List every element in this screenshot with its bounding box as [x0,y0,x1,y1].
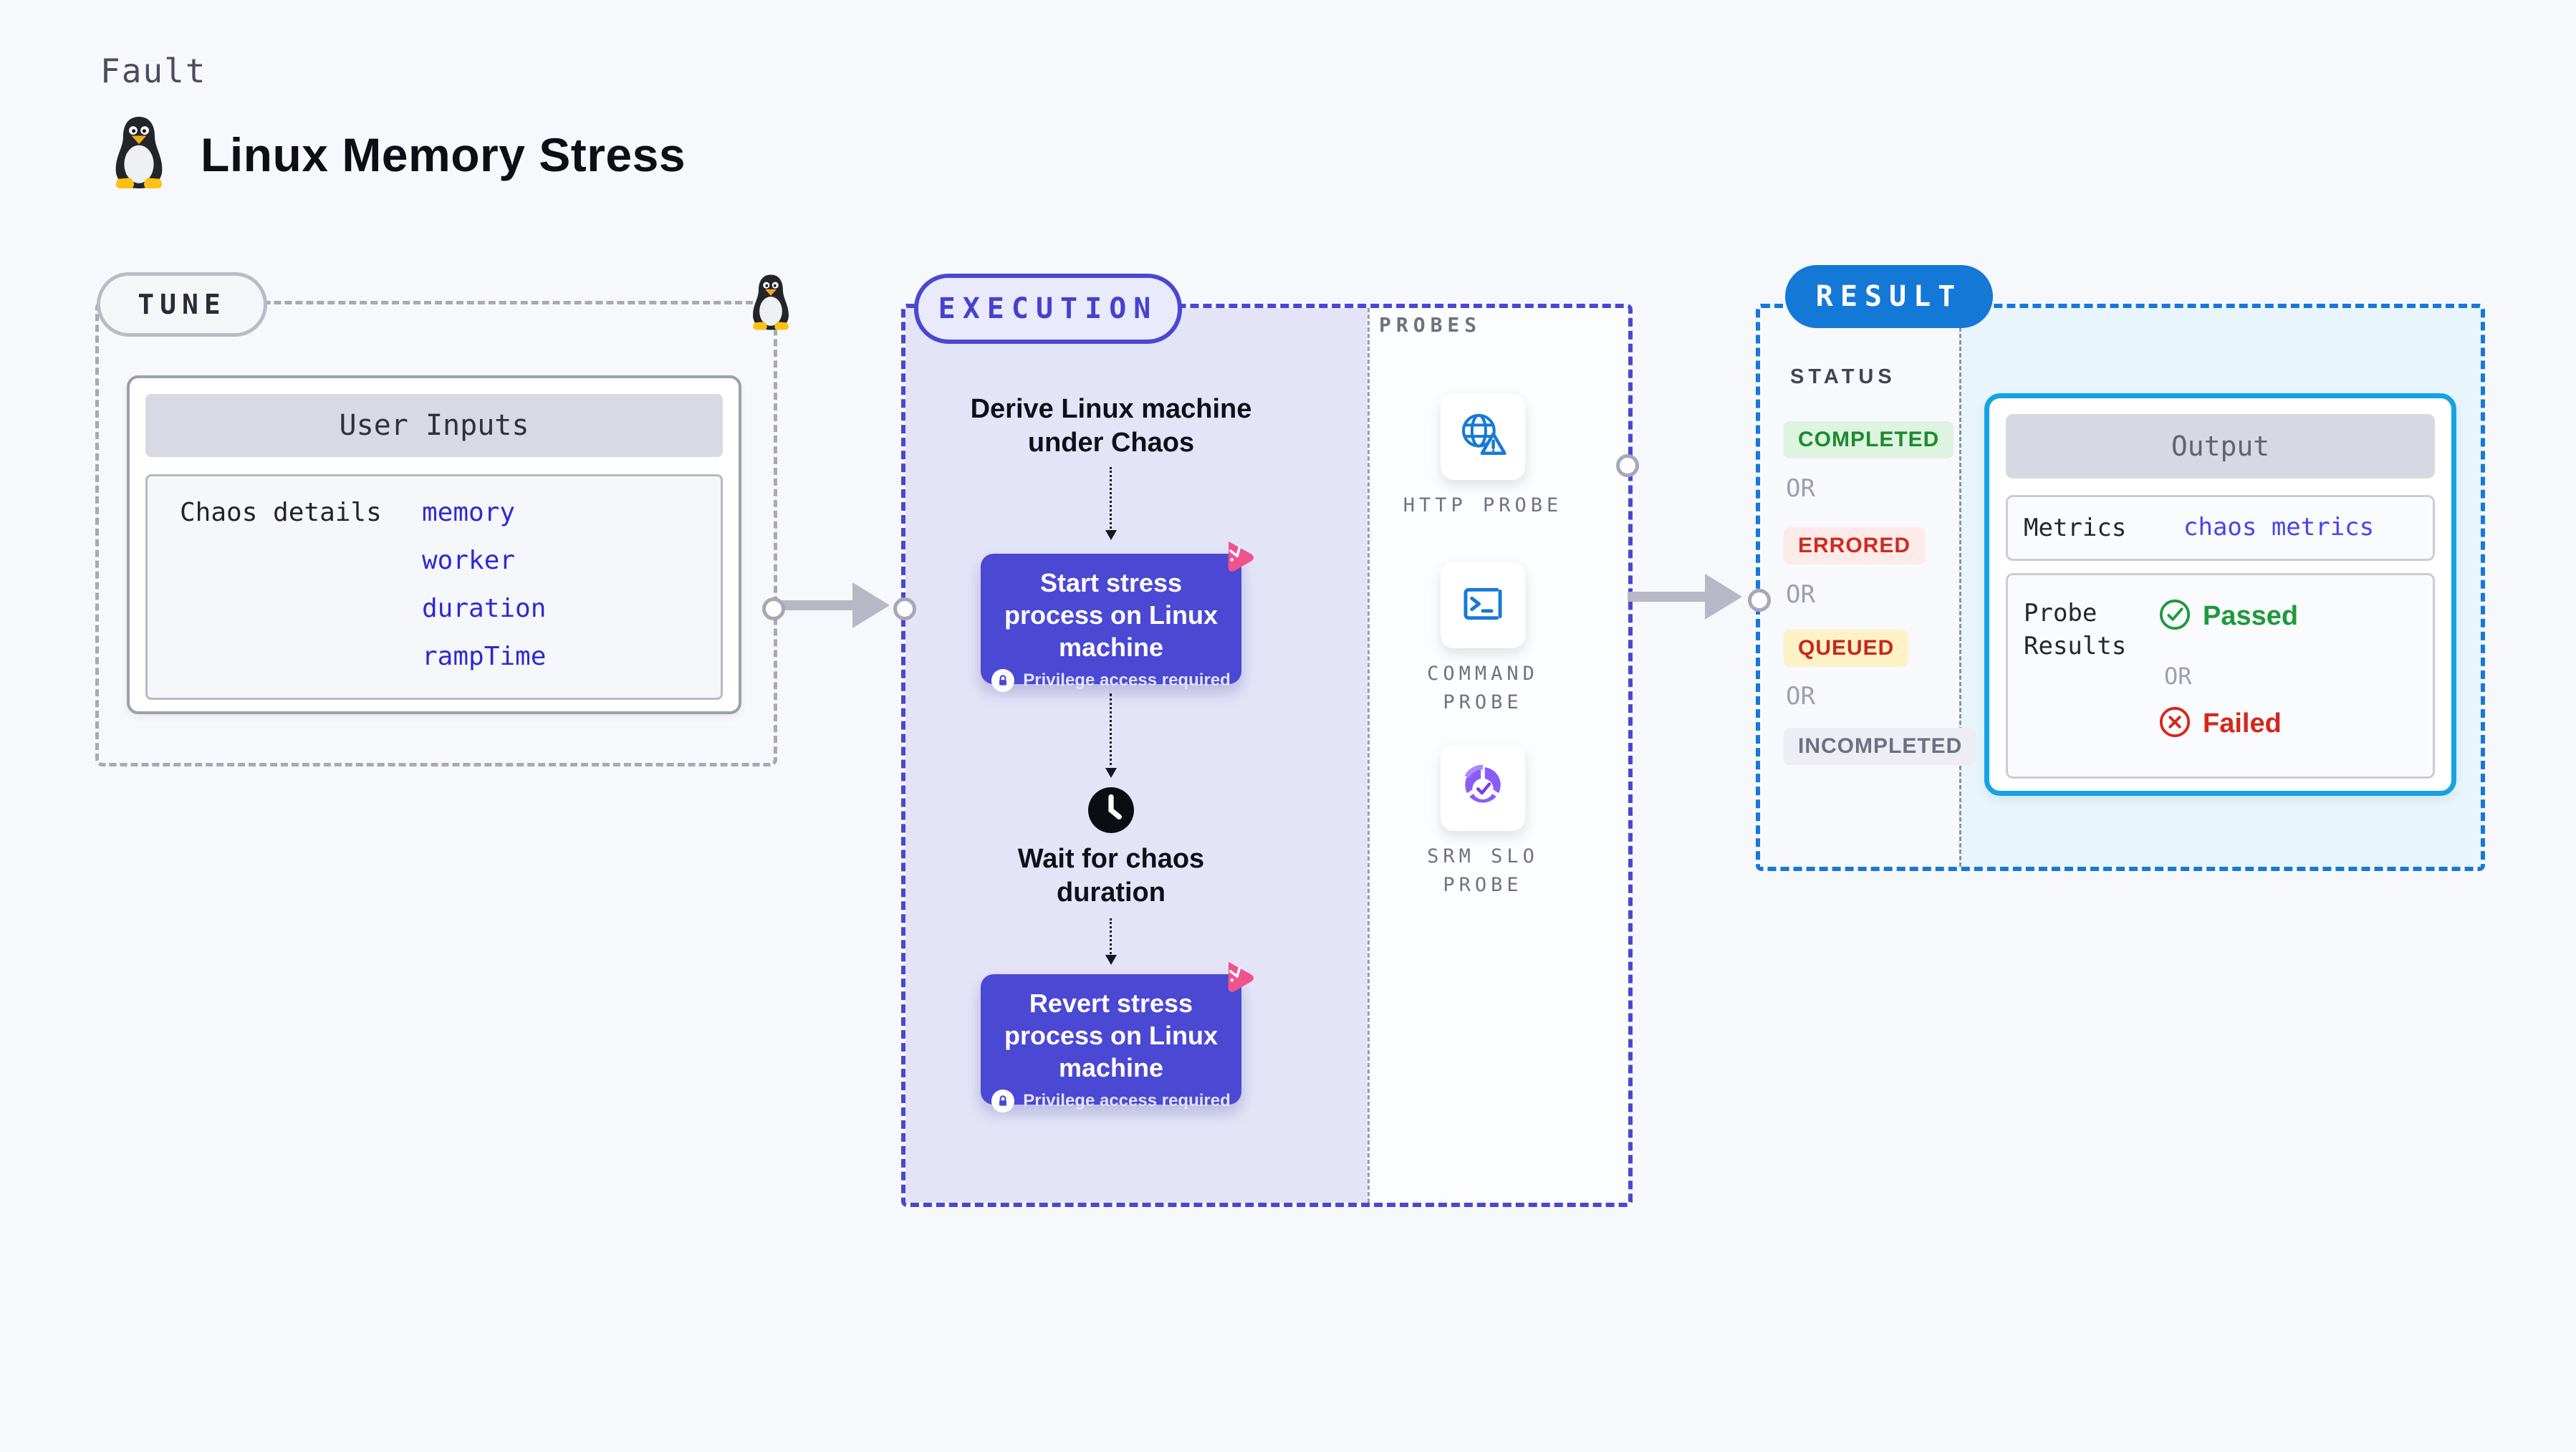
probes-heading: PROBES [1379,313,1482,337]
status-heading: STATUS [1790,365,1896,388]
status-badge-queued: QUEUED [1784,630,1909,667]
x-circle-icon [2158,706,2191,742]
execution-pill: EXECUTION [914,274,1182,344]
derive-step-label: Derive Linux machine under Chaos [970,394,1252,458]
user-inputs-title: User Inputs [145,394,723,457]
failed-label: Failed [2203,708,2282,739]
flow-arrow-down [1105,467,1117,540]
status-badge-errored: ERRORED [1784,527,1926,564]
passed-label: Passed [2203,601,2299,631]
lock-icon [991,1090,1015,1112]
connector-dot [762,597,785,620]
page-title: Linux Memory Stress [201,128,686,181]
privilege-note: Privilege access required [1023,1091,1231,1110]
arrow-execution-result [1628,592,1705,602]
param-ramptime[interactable]: rampTime [422,642,547,671]
param-worker[interactable]: worker [422,546,516,575]
result-pill: RESULT [1785,265,1993,328]
or-label: OR [2164,663,2192,690]
tune-pill: TUNE [97,272,267,337]
param-duration[interactable]: duration [422,594,547,623]
command-probe-label: COMMAND PROBE [1427,663,1539,713]
flow-arrow-down [1105,918,1117,965]
tune-section [95,301,777,766]
arrow-head [852,582,890,628]
or-label: OR [1786,580,1815,609]
metrics-label: Metrics [2024,514,2127,542]
srm-slo-probe-label: SRM SLO PROBE [1427,845,1539,896]
tux-icon [106,115,172,194]
arrow-tune-execution [777,600,852,610]
chaos-metrics-link[interactable]: chaos metrics [2183,513,2375,542]
connector-dot [893,597,916,620]
terminal-icon [1458,579,1508,633]
output-title: Output [2006,414,2435,479]
chaos-details-label: Chaos details [180,498,382,527]
chaos-hub-badge-icon [1216,955,1255,994]
command-probe-card[interactable] [1441,562,1525,648]
probe-results-label: Probe Results [2024,599,2127,660]
wait-step-label: Wait for chaos duration [1017,844,1205,908]
start-stress-node[interactable]: Start stress process on Linux machine Pr… [981,554,1241,692]
or-label: OR [1786,682,1815,711]
privilege-note: Privilege access required [1023,670,1231,690]
http-probe-label: HTTP PROBE [1403,494,1563,516]
check-circle-icon [2158,598,2191,635]
arrow-head [1705,574,1742,620]
probe-results-row: Probe Results Passed OR [2006,573,2435,779]
title-row: Linux Memory Stress [106,115,686,194]
revert-stress-node[interactable]: Revert stress process on Linux machine P… [981,974,1241,1112]
srm-slo-probe-card[interactable] [1441,745,1525,831]
status-column [1760,308,1959,867]
connector-dot [1616,454,1639,477]
lock-icon [991,669,1015,692]
user-inputs-card: User Inputs Chaos details memory worker … [127,375,741,714]
http-probe-card[interactable] [1441,394,1525,480]
tux-icon-small [746,269,795,339]
param-memory[interactable]: memory [422,498,516,527]
revert-stress-label: Revert stress process on Linux machine [1004,989,1219,1082]
connector-dot [1748,589,1771,612]
failed-result: Failed [2158,706,2282,742]
slo-donut-check-icon [1457,761,1509,816]
fault-kicker: Fault [100,52,207,90]
start-stress-label: Start stress process on Linux machine [1004,568,1219,662]
clock-icon [1087,787,1135,834]
metrics-row: Metrics chaos metrics [2006,495,2435,561]
chaos-hub-badge-icon [1216,534,1255,573]
globe-alert-icon [1457,410,1509,465]
output-card: Output Metrics chaos metrics Probe Resul… [1984,393,2456,796]
chaos-details-panel: Chaos details memory worker duration ram… [145,474,723,700]
status-badge-completed: COMPLETED [1784,421,1954,458]
status-badge-incompleted: INCOMPLETED [1784,728,1977,765]
or-label: OR [1786,474,1815,503]
flow-arrow-down [1105,693,1117,778]
passed-result: Passed [2158,598,2298,635]
